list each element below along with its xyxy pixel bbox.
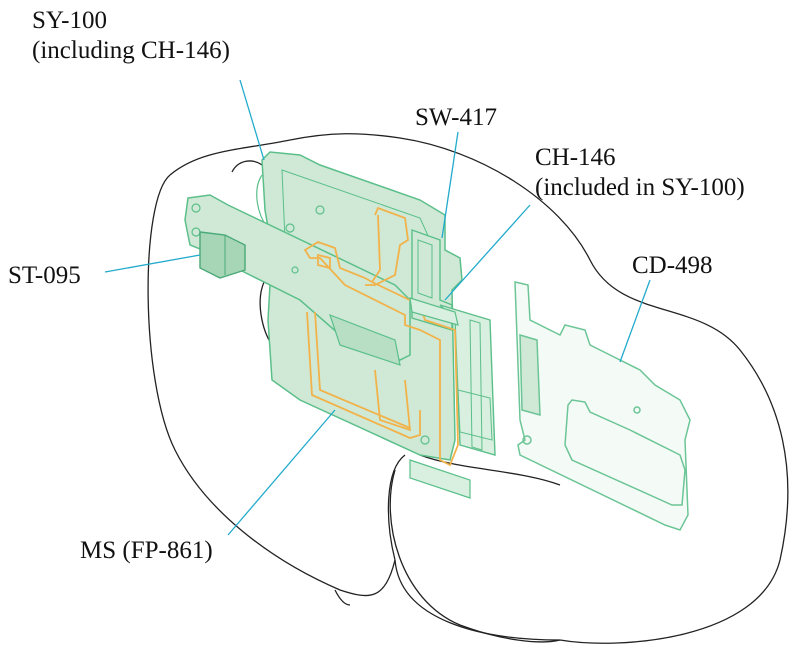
leader-ms bbox=[227, 409, 336, 536]
cd-498-board bbox=[514, 281, 691, 531]
ch-146-board bbox=[409, 297, 459, 326]
st-095-board bbox=[184, 194, 411, 366]
label-sy-100: SY-100 (including CH-146) bbox=[32, 6, 230, 66]
label-sy-100-line2: (including CH-146) bbox=[32, 37, 230, 64]
label-sw-417: SW-417 bbox=[415, 104, 497, 131]
leader-st-095 bbox=[104, 254, 201, 273]
label-ch-146-line1: CH-146 bbox=[535, 144, 616, 171]
label-ch-146-line2: (included in SY-100) bbox=[535, 174, 745, 201]
camera-body-outline bbox=[147, 133, 789, 644]
leader-sw-417 bbox=[441, 131, 459, 239]
label-st-095: ST-095 bbox=[8, 262, 81, 289]
leader-lines bbox=[104, 79, 651, 536]
label-ch-146: CH-146 (included in SY-100) bbox=[535, 143, 745, 203]
label-sy-100-line1: SY-100 bbox=[32, 7, 108, 34]
label-cd-498: CD-498 bbox=[632, 252, 713, 279]
flex-cables bbox=[303, 206, 459, 467]
leader-cd-498 bbox=[619, 279, 651, 363]
leader-ch-146 bbox=[444, 204, 531, 301]
label-ms-fp-861: MS (FP-861) bbox=[80, 537, 213, 564]
leader-sy-100 bbox=[239, 79, 265, 161]
